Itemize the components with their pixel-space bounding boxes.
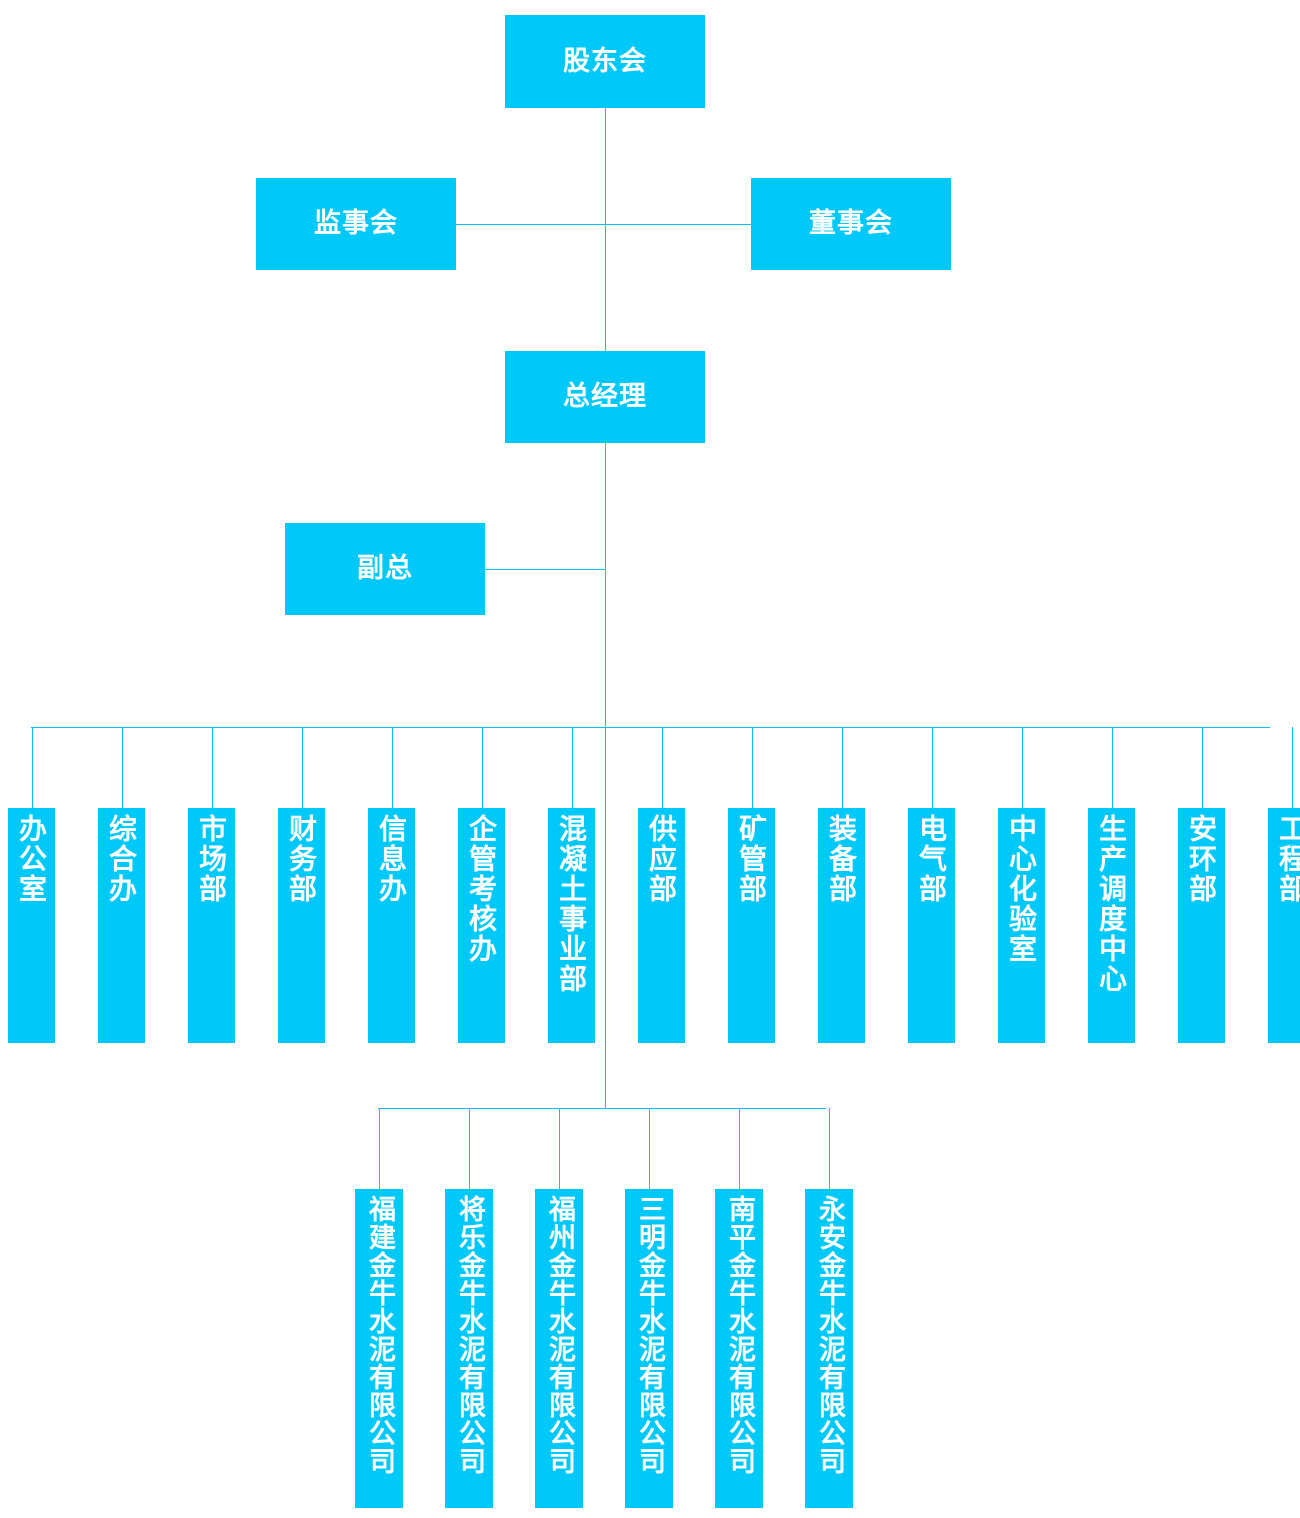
department-node-2[interactable]: 综合办 [98,808,145,1043]
department-node-label: 企管考核办 [466,814,498,964]
department-node-label: 装备部 [826,814,858,904]
node-deputy-general-manager[interactable]: 副总 [285,523,485,615]
department-node-1[interactable]: 办公室 [8,808,55,1043]
connector-deputy-to-spine [485,569,605,570]
subsidiary-node-drop-line [739,1108,740,1189]
department-node-9[interactable]: 矿管部 [728,808,775,1043]
department-node-5[interactable]: 信息办 [368,808,415,1043]
subsidiary-node-label: 福州金牛水泥有限公司 [544,1195,575,1475]
department-node-label: 矿管部 [736,814,768,904]
connector-board-to-spine [605,224,751,225]
subsidiary-node-3[interactable]: 福州金牛水泥有限公司 [535,1189,583,1508]
department-node-drop-line [752,727,753,808]
connector-spine-top [605,108,606,351]
department-node-label: 信息办 [376,814,408,904]
subsidiary-node-1[interactable]: 福建金牛水泥有限公司 [355,1189,403,1508]
subsidiary-node-label: 南平金牛水泥有限公司 [724,1195,755,1475]
node-deputy-general-manager-label: 副总 [357,553,413,584]
department-node-10[interactable]: 装备部 [818,808,865,1043]
department-node-drop-line [1202,727,1203,808]
department-node-label: 生产调度中心 [1096,814,1128,994]
connector-subsidiaries-bus [378,1108,826,1109]
department-node-7[interactable]: 混凝土事业部 [548,808,595,1043]
node-supervisory-board[interactable]: 监事会 [256,178,456,270]
node-general-manager-label: 总经理 [563,381,647,412]
node-shareholders[interactable]: 股东会 [505,15,705,108]
department-node-14[interactable]: 安环部 [1178,808,1225,1043]
department-node-label: 电气部 [916,814,948,904]
department-node-6[interactable]: 企管考核办 [458,808,505,1043]
department-node-drop-line [572,727,573,808]
department-node-13[interactable]: 生产调度中心 [1088,808,1135,1043]
connector-supervisory-to-spine [456,224,605,225]
department-node-8[interactable]: 供应部 [638,808,685,1043]
subsidiary-node-label: 将乐金牛水泥有限公司 [454,1195,485,1475]
department-node-drop-line [302,727,303,808]
department-node-label: 市场部 [196,814,228,904]
department-node-drop-line [932,727,933,808]
subsidiary-node-4[interactable]: 三明金牛水泥有限公司 [625,1189,673,1508]
department-node-drop-line [662,727,663,808]
node-board-of-directors[interactable]: 董事会 [751,178,951,270]
subsidiary-node-drop-line [829,1108,830,1189]
department-node-label: 财务部 [286,814,318,904]
connector-departments-bus [31,727,1270,728]
department-node-drop-line [1292,727,1293,808]
subsidiary-node-2[interactable]: 将乐金牛水泥有限公司 [445,1189,493,1508]
department-node-11[interactable]: 电气部 [908,808,955,1043]
department-node-label: 工程部 [1276,814,1300,904]
subsidiary-node-drop-line [469,1108,470,1189]
department-node-label: 综合办 [106,814,138,904]
connector-spine-mid [605,443,606,728]
subsidiary-node-label: 福建金牛水泥有限公司 [364,1195,395,1475]
department-node-label: 供应部 [646,814,678,904]
subsidiary-node-drop-line [379,1108,380,1189]
subsidiary-node-5[interactable]: 南平金牛水泥有限公司 [715,1189,763,1508]
department-node-15[interactable]: 工程部 [1268,808,1300,1043]
subsidiary-node-6[interactable]: 永安金牛水泥有限公司 [805,1189,853,1508]
subsidiary-node-label: 三明金牛水泥有限公司 [634,1195,665,1475]
connector-spine-bottom [605,728,606,1109]
department-node-drop-line [482,727,483,808]
node-general-manager[interactable]: 总经理 [505,351,705,443]
department-node-drop-line [1022,727,1023,808]
department-node-label: 中心化验室 [1006,814,1038,964]
subsidiary-node-label: 永安金牛水泥有限公司 [814,1195,845,1475]
department-node-drop-line [122,727,123,808]
department-node-label: 混凝土事业部 [556,814,588,994]
department-node-drop-line [1112,727,1113,808]
subsidiary-node-drop-line [649,1108,650,1189]
department-node-3[interactable]: 市场部 [188,808,235,1043]
department-node-drop-line [212,727,213,808]
department-node-12[interactable]: 中心化验室 [998,808,1045,1043]
department-node-label: 安环部 [1186,814,1218,904]
node-board-of-directors-label: 董事会 [809,208,893,239]
department-node-drop-line [842,727,843,808]
department-node-label: 办公室 [16,814,48,904]
node-shareholders-label: 股东会 [563,45,647,76]
department-node-4[interactable]: 财务部 [278,808,325,1043]
subsidiary-node-drop-line [559,1108,560,1189]
department-node-drop-line [32,727,33,808]
department-node-drop-line [392,727,393,808]
node-supervisory-board-label: 监事会 [314,208,398,239]
